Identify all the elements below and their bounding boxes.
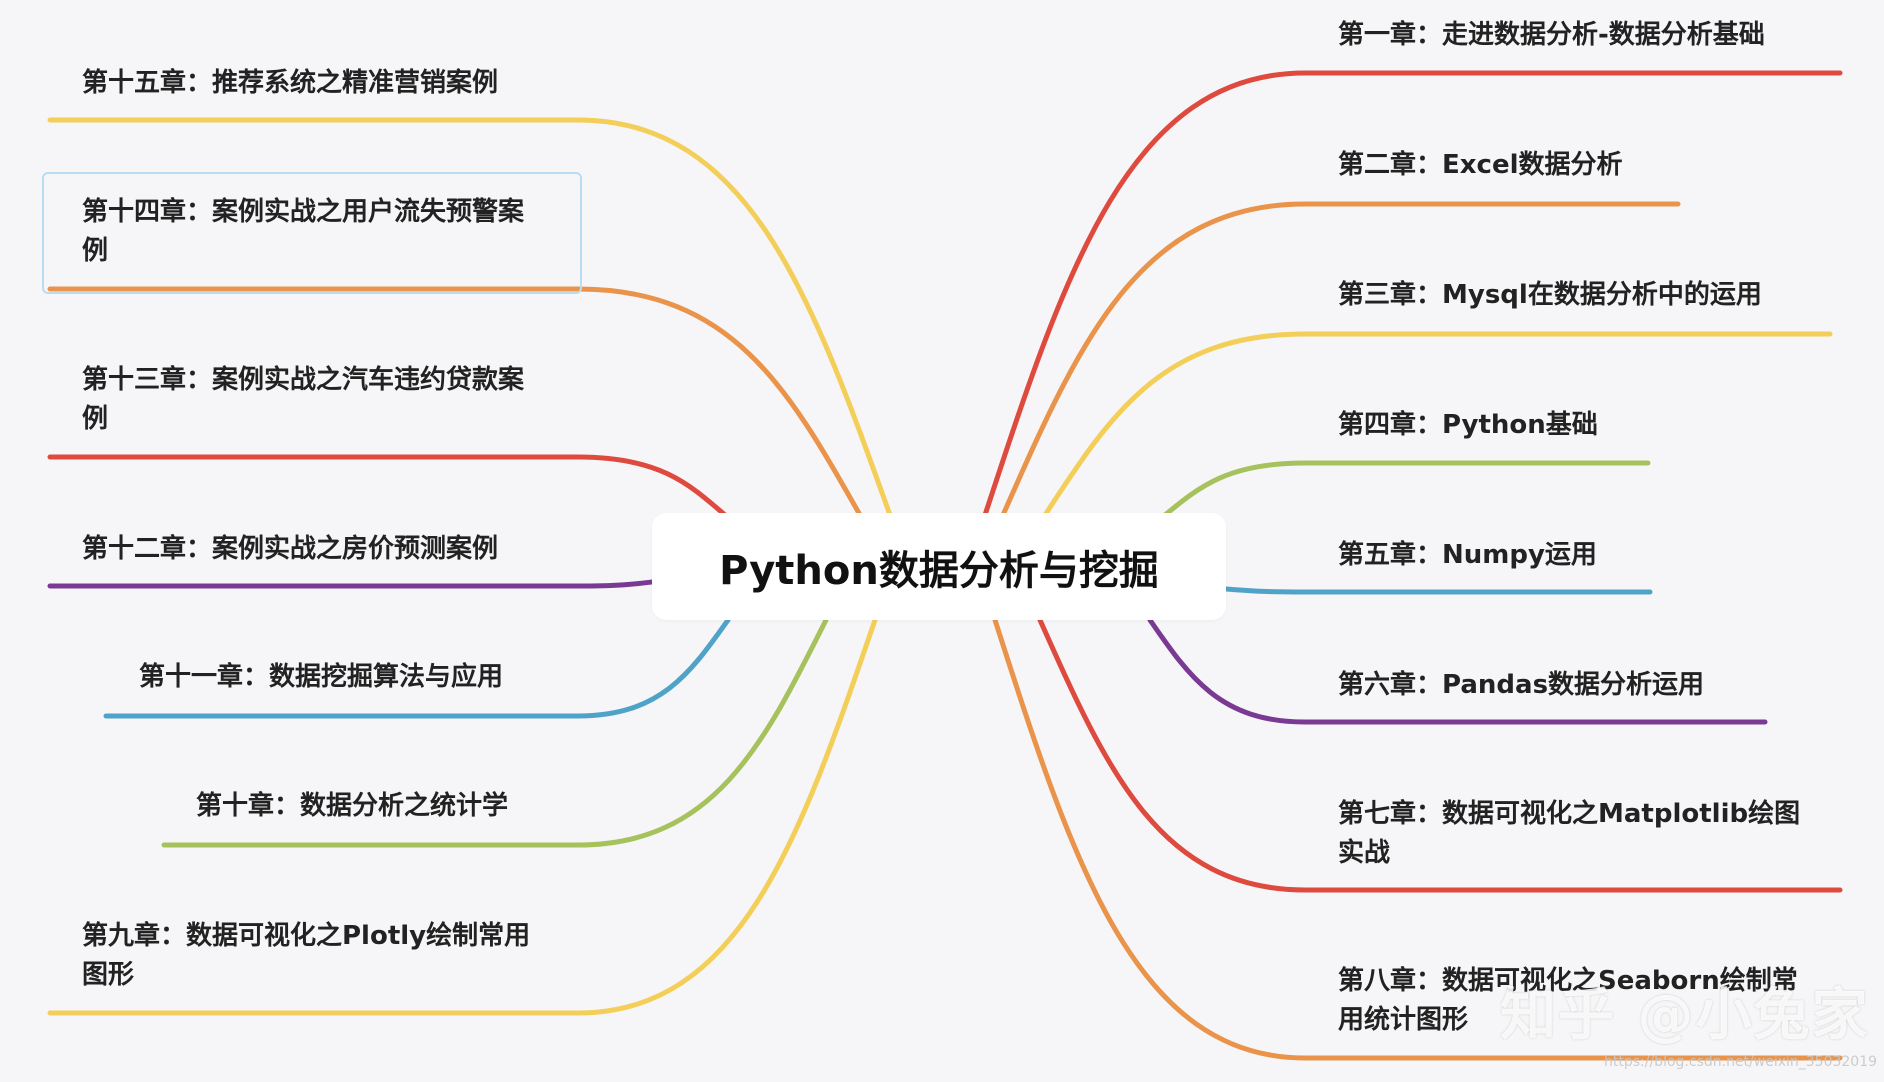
connector-ch1	[982, 70, 1843, 518]
branch-node-ch8[interactable]: 第八章：数据可视化之Seaborn绘制常用统计图形	[1338, 966, 1798, 1035]
connector-ch10	[161, 617, 829, 848]
connector-ch11	[103, 617, 731, 719]
branch-node-ch15[interactable]: 第十五章：推荐系统之精准营销案例	[82, 68, 499, 98]
selection-outline	[42, 172, 582, 294]
branch-node-ch7[interactable]: 第七章：数据可视化之Matplotlib绘图实战	[1338, 799, 1801, 868]
branch-node-ch14[interactable]: 第十四章：案例实战之用户流失预警案例	[82, 197, 525, 266]
connector-ch13	[47, 454, 728, 518]
connector-ch15	[47, 117, 893, 518]
watermark-url: https://blog.csdn.net/weixin_35032019	[1604, 1054, 1878, 1070]
branch-node-ch3[interactable]: 第三章：Mysql在数据分析中的运用	[1338, 280, 1762, 310]
branch-node-ch6[interactable]: 第六章：Pandas数据分析运用	[1338, 670, 1705, 700]
connector-ch5	[1223, 586, 1653, 595]
branch-node-ch13[interactable]: 第十三章：案例实战之汽车违约贷款案例	[82, 365, 525, 434]
connector-ch12	[47, 579, 655, 589]
connector-ch2	[1000, 201, 1681, 518]
connector-ch4	[1162, 460, 1651, 518]
connector-ch8	[992, 617, 1843, 1061]
root-node[interactable]: Python数据分析与挖掘	[652, 513, 1226, 620]
branch-node-ch12[interactable]: 第十二章：案例实战之房价预测案例	[82, 534, 499, 564]
connector-ch7	[1037, 617, 1843, 893]
connector-ch6	[1147, 617, 1768, 725]
branch-node-ch10[interactable]: 第十章：数据分析之统计学	[196, 791, 509, 821]
connector-ch9	[47, 617, 878, 1016]
branch-node-ch11[interactable]: 第十一章：数据挖掘算法与应用	[139, 662, 504, 692]
branch-node-ch1[interactable]: 第一章：走进数据分析-数据分析基础	[1338, 20, 1765, 50]
connector-ch3	[1042, 331, 1833, 518]
branch-node-ch5[interactable]: 第五章：Numpy运用	[1338, 540, 1597, 570]
watermark: 知乎 @小兔家	[1500, 983, 1870, 1048]
branch-node-ch4[interactable]: 第四章：Python基础	[1338, 410, 1598, 440]
branch-node-ch9[interactable]: 第九章：数据可视化之Plotly绘制常用图形	[82, 921, 531, 990]
branch-node-ch2[interactable]: 第二章：Excel数据分析	[1338, 150, 1623, 180]
connector-ch14	[47, 286, 863, 518]
